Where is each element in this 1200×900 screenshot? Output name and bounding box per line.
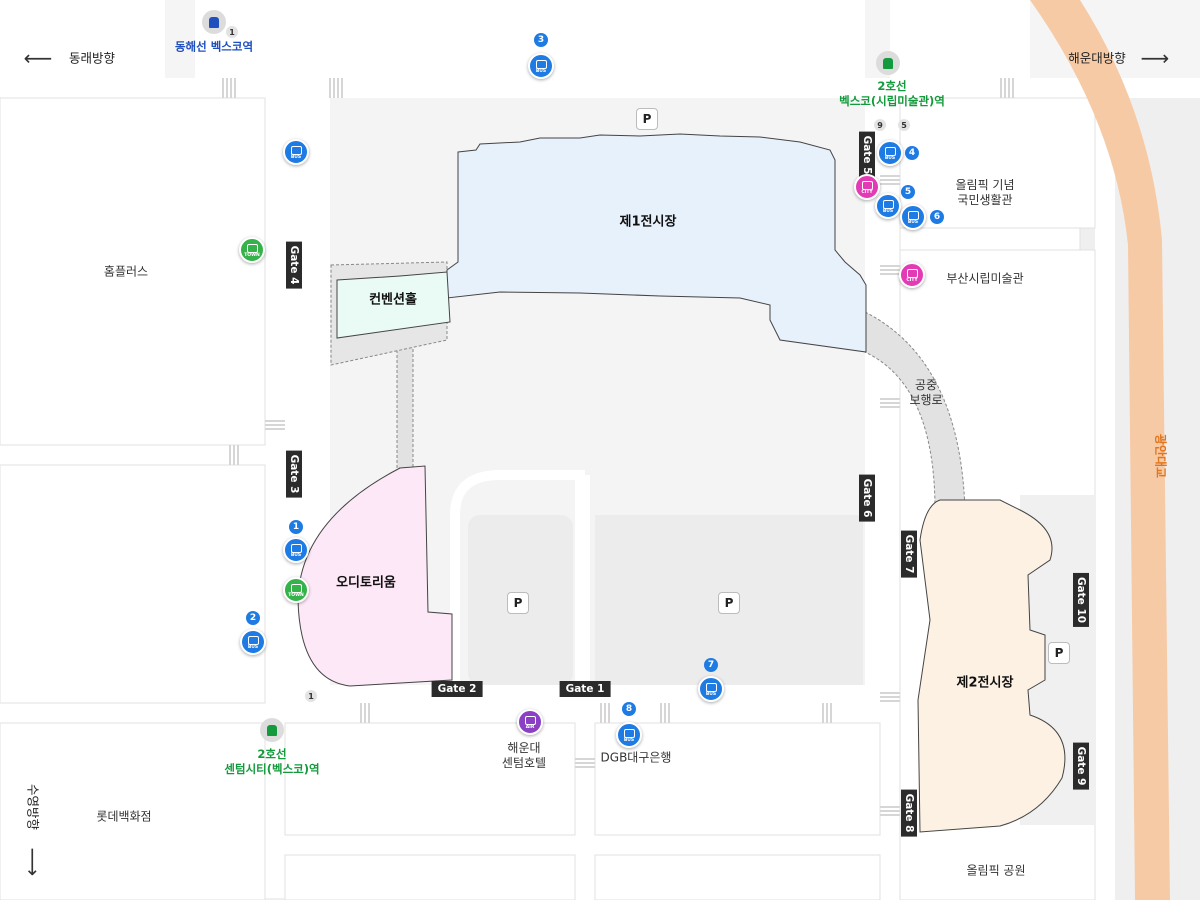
exit-number-badge: 5: [898, 119, 910, 131]
gate-10-text: Gate 10: [1075, 576, 1087, 624]
airport-bus-icon[interactable]: AIR: [517, 709, 543, 735]
gate-8-label: Gate 8: [901, 789, 917, 837]
donghae-train-icon[interactable]: [202, 10, 226, 34]
city-tour-bus-icon[interactable]: CITY: [854, 174, 880, 200]
gate-6-label: Gate 6: [859, 474, 875, 522]
bus-stop-icon[interactable]: BUS: [240, 629, 266, 655]
bus-stop-icon[interactable]: BUS: [616, 722, 642, 748]
bus-stop-icon[interactable]: BUS: [877, 140, 903, 166]
bus-stop-tag: BUS: [907, 219, 919, 225]
haeundae-hotel-label: 해운대 센텀호텔: [501, 741, 547, 770]
bus-stop-icon[interactable]: BUS: [283, 537, 309, 563]
bus-stop-icon[interactable]: BUS: [528, 53, 554, 79]
hall2-label: 제2전시장: [956, 675, 1014, 691]
subway-line2-icon[interactable]: [260, 718, 284, 742]
gate-4-label: Gate 4: [286, 241, 302, 289]
parking-icon: P: [718, 592, 740, 614]
station-line2-bexco-label: 2호선 벡스코(시립미술관)역: [839, 79, 945, 108]
hall1-label: 제1전시장: [619, 214, 677, 230]
city-tour-tag: CITY: [861, 189, 873, 195]
bus-stop-number: 6: [930, 210, 944, 224]
gate-2-label: Gate 2: [431, 681, 483, 697]
city-tour-bus-icon[interactable]: CITY: [899, 262, 925, 288]
station-donghae-label: 동해선 벡스코역: [174, 39, 254, 54]
bus-stop-tag: BUS: [290, 552, 302, 558]
auditorium-label: 오디토리움: [336, 575, 396, 591]
parking-icon: P: [507, 592, 529, 614]
gate-5-text: Gate 5: [861, 135, 873, 175]
airport-bus-tag: AIR: [525, 724, 535, 730]
gate-8-text: Gate 8: [903, 793, 915, 833]
convention-hall-label: 컨벤션홀: [369, 292, 417, 308]
bus-stop-tag: BUS: [247, 644, 259, 650]
bus-stop-number: 1: [289, 520, 303, 534]
bus-stop-tag: BUS: [705, 691, 717, 697]
gate-7-text: Gate 7: [903, 534, 915, 574]
town-bus-icon[interactable]: TOWN: [283, 577, 309, 603]
bus-stop-icon[interactable]: BUS: [698, 676, 724, 702]
bus-stop-icon[interactable]: BUS: [875, 193, 901, 219]
town-bus-tag: TOWN: [244, 252, 260, 258]
gate-3-text: Gate 3: [288, 454, 300, 494]
bus-stop-tag: BUS: [884, 155, 896, 161]
olympic-park-label: 올림픽 공원: [966, 863, 1026, 878]
gate-10-label: Gate 10: [1073, 572, 1089, 628]
gate-4-text: Gate 4: [288, 245, 300, 285]
arrow-down-icon: ⟶: [21, 847, 45, 877]
bus-stop-icon[interactable]: BUS: [283, 139, 309, 165]
bus-stop-tag: BUS: [623, 737, 635, 743]
parking-icon: P: [636, 108, 658, 130]
exit-number-badge: 9: [874, 119, 886, 131]
exit-number-badge: 1: [226, 26, 238, 38]
bus-stop-icon[interactable]: BUS: [900, 204, 926, 230]
direction-dongnae: 동래방향: [68, 50, 116, 66]
lotte-dept-store-label: 롯데백화점: [96, 809, 152, 824]
arrow-left-icon: ⟵: [23, 46, 53, 70]
gate-7-label: Gate 7: [901, 530, 917, 578]
bus-stop-tag: BUS: [535, 68, 547, 74]
gate-5-label: Gate 5: [859, 131, 875, 179]
bus-stop-number: 3: [534, 33, 548, 47]
gwangan-bridge-label: 광안대교: [1153, 433, 1168, 479]
exit-number-badge: 1: [305, 690, 317, 702]
town-bus-tag: TOWN: [288, 592, 304, 598]
dgb-bank-label: DGB대구은행: [600, 750, 672, 765]
parking-icon: P: [1048, 642, 1070, 664]
bus-stop-number: 2: [246, 611, 260, 625]
homeplus-label: 홈플러스: [103, 264, 149, 279]
olympic-center-label: 올림픽 기념 국민생활관: [955, 178, 1015, 207]
subway-line2-icon[interactable]: [876, 51, 900, 75]
art-museum-label: 부산시립미술관: [946, 271, 1024, 286]
direction-haeundae: 해운대방향: [1068, 50, 1126, 66]
bus-stop-number: 5: [901, 185, 915, 199]
gate-9-label: Gate 9: [1073, 742, 1089, 790]
gate-6-text: Gate 6: [861, 478, 873, 518]
gate-3-label: Gate 3: [286, 450, 302, 498]
bus-stop-tag: BUS: [882, 208, 894, 214]
bus-stop-number: 8: [622, 702, 636, 716]
direction-suyeong: 수영방향: [25, 783, 41, 831]
city-tour-tag: CITY: [906, 277, 918, 283]
bus-stop-number: 4: [905, 146, 919, 160]
gate-1-label: Gate 1: [559, 681, 611, 697]
gate-9-text: Gate 9: [1075, 746, 1087, 786]
station-line2-centum-label: 2호선 센텀시티(벡스코)역: [224, 747, 320, 776]
air-walkway-label: 공중 보행로: [909, 378, 943, 407]
bus-stop-tag: BUS: [290, 154, 302, 160]
town-bus-icon[interactable]: TOWN: [239, 237, 265, 263]
arrow-right-icon: ⟶: [1140, 46, 1170, 70]
bus-stop-number: 7: [704, 658, 718, 672]
